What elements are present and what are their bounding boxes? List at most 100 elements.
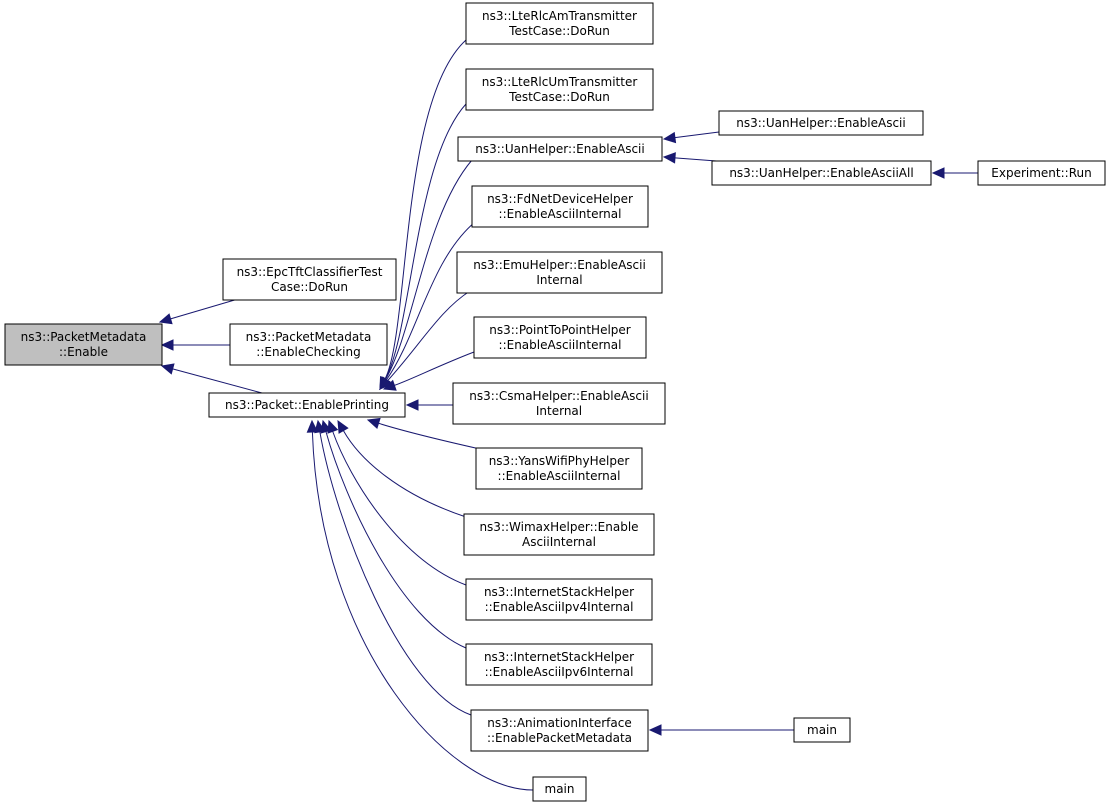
node-box (456, 251, 663, 294)
node-label: ns3::PointToPointHelper (489, 323, 631, 337)
node-box (470, 709, 649, 752)
node-yans[interactable]: ns3::YansWifiPhyHelper::EnableAsciiInter… (475, 447, 643, 490)
node-inet-v4[interactable]: ns3::InternetStackHelper::EnableAsciiIpv… (465, 578, 653, 621)
nodes-layer: ns3::PacketMetadata::Enable ns3::EpcTftCl… (4, 2, 1106, 802)
edge-line (384, 39, 467, 380)
edge-yans-to-pkt_enable_printing (366, 417, 481, 450)
node-box (463, 513, 655, 556)
arrowhead (931, 167, 945, 179)
edge-line (325, 431, 467, 649)
node-experiment-run[interactable]: Experiment::Run (977, 160, 1106, 186)
node-label: ns3::LteRlcUmTransmitter (482, 75, 638, 89)
edge-pkt_enable_printing-to-pm_enable (160, 363, 263, 394)
node-box (718, 110, 924, 136)
node-box (793, 717, 851, 743)
node-csma[interactable]: ns3::CsmaHelper::EnableAsciiInternal (452, 382, 666, 425)
arrowhead (314, 419, 326, 434)
node-p2p[interactable]: ns3::PointToPointHelper::EnableAsciiInte… (473, 316, 647, 359)
node-label: ::Enable (59, 345, 108, 359)
edge-line (674, 131, 720, 139)
edge-line (319, 431, 472, 716)
edge-line (387, 290, 471, 382)
node-label: ns3::CsmaHelper::EnableAscii (469, 389, 648, 403)
node-uan-enable-ascii-all[interactable]: ns3::UanHelper::EnableAsciiAll (711, 160, 932, 186)
edge-emu-to-pkt_enable_printing (379, 290, 471, 390)
node-label: Experiment::Run (991, 166, 1091, 180)
edge-experiment_run-to-uan_enable_ascii_all (931, 167, 978, 179)
node-uan-enable-ascii-2[interactable]: ns3::UanHelper::EnableAscii (718, 110, 924, 136)
node-box (473, 316, 647, 359)
node-main-b[interactable]: main (793, 717, 851, 743)
edge-main_b-to-anim (648, 724, 794, 736)
node-label: ns3::UanHelper::EnableAsciiAll (729, 166, 913, 180)
node-label: ::EnableAsciiIpv4Internal (485, 600, 634, 614)
node-label: ::EnableAsciiInternal (499, 338, 622, 352)
arrowhead (337, 419, 349, 434)
node-label: ns3::PacketMetadata (21, 330, 147, 344)
node-label: ::EnableAsciiIpv6Internal (485, 665, 634, 679)
node-box (471, 185, 649, 228)
edge-anim-to-pkt_enable_printing (314, 419, 472, 716)
node-box (475, 447, 643, 490)
node-box (229, 323, 388, 366)
node-label: ::EnableAsciiInternal (498, 469, 621, 483)
node-label: main (807, 723, 837, 737)
node-label: ns3::InternetStackHelper (484, 585, 634, 599)
arrowhead (648, 724, 662, 736)
edge-line (332, 431, 467, 586)
node-label: ::EnableAsciiInternal (499, 207, 622, 221)
node-main-a[interactable]: main (532, 776, 587, 802)
node-pm-enable[interactable]: ns3::PacketMetadata::Enable (4, 323, 163, 366)
node-label: TestCase::DoRun (508, 24, 610, 38)
arrowhead (327, 419, 339, 434)
edge-epc_tft-to-pm_enable (158, 298, 239, 325)
node-anim[interactable]: ns3::AnimationInterface::EnablePacketMet… (470, 709, 649, 752)
arrowhead (405, 399, 419, 411)
node-wimax[interactable]: ns3::WimaxHelper::EnableAsciiInternal (463, 513, 655, 556)
node-label: ns3::UanHelper::EnableAscii (736, 116, 905, 130)
edge-line (172, 368, 263, 394)
node-inet-v6[interactable]: ns3::InternetStackHelper::EnableAsciiIpv… (465, 643, 653, 686)
edge-line (311, 431, 534, 791)
edges-layer (158, 39, 978, 791)
node-box (977, 160, 1106, 186)
edge-line (378, 422, 481, 450)
edge-line (170, 298, 239, 320)
edge-line (385, 159, 473, 380)
node-label: ns3::Packet::EnablePrinting (225, 398, 389, 412)
arrowhead (160, 339, 174, 351)
edge-pm_enable_checking-to-pm_enable (160, 339, 230, 351)
edge-csma-to-pkt_enable_printing (405, 399, 453, 411)
node-label: ns3::FdNetDeviceHelper (487, 192, 633, 206)
edge-fd_net-to-pkt_enable_printing (379, 221, 476, 390)
node-fd-net[interactable]: ns3::FdNetDeviceHelper::EnableAsciiInter… (471, 185, 649, 228)
node-label: Internal (536, 273, 582, 287)
node-label: ns3::UanHelper::EnableAscii (475, 142, 644, 156)
arrowhead (382, 379, 397, 391)
node-label: main (545, 782, 575, 796)
arrowhead (158, 313, 173, 325)
node-label: ns3::PacketMetadata (246, 330, 372, 344)
edge-uan_enable_ascii_2-to-uan_enable_ascii (662, 131, 720, 144)
arrowhead (366, 417, 381, 429)
node-pkt-enable-printing[interactable]: ns3::Packet::EnablePrinting (208, 392, 406, 418)
node-label: ::EnableChecking (256, 345, 360, 359)
edge-inet_v4-to-pkt_enable_printing (327, 419, 467, 586)
node-box (4, 323, 163, 366)
node-uan-enable-ascii[interactable]: ns3::UanHelper::EnableAscii (457, 136, 663, 162)
node-label: ns3::AnimationInterface (487, 716, 631, 730)
node-box (452, 382, 666, 425)
edge-wimax-to-pkt_enable_printing (337, 419, 467, 518)
node-box (465, 643, 653, 686)
node-label: ns3::EmuHelper::EnableAscii (473, 258, 646, 272)
node-emu[interactable]: ns3::EmuHelper::EnableAsciiInternal (456, 251, 663, 294)
node-pm-enable-checking[interactable]: ns3::PacketMetadata::EnableChecking (229, 323, 388, 366)
node-label: ::EnablePacketMetadata (487, 731, 632, 745)
arrowhead (306, 419, 319, 433)
arrowhead (160, 363, 175, 375)
node-label: Case::DoRun (271, 280, 348, 294)
node-box (222, 258, 397, 301)
